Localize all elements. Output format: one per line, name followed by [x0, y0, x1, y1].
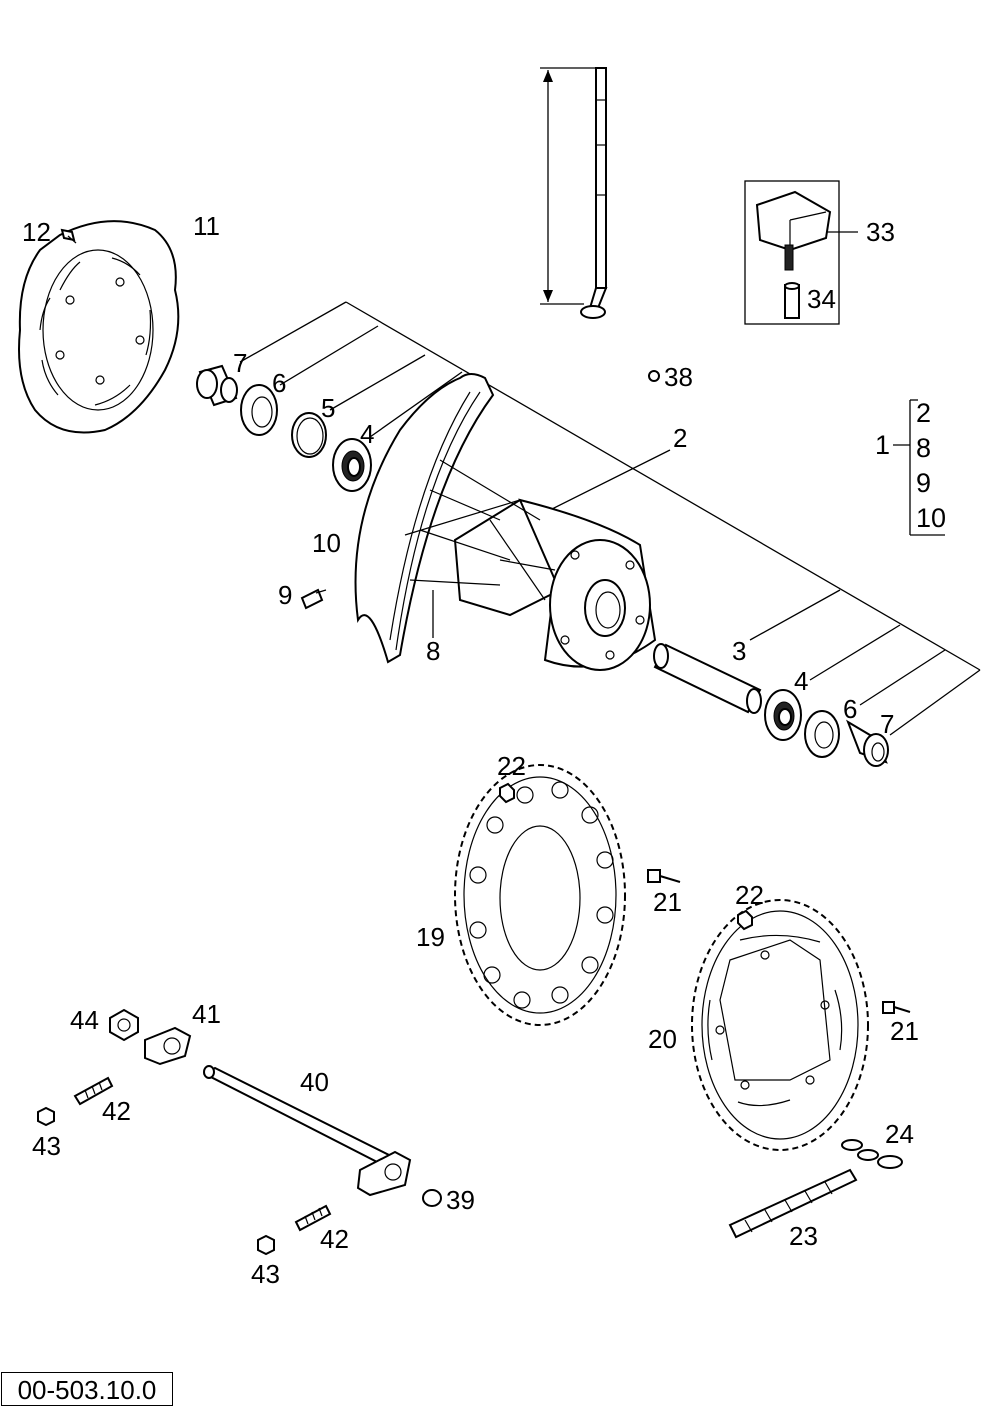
callout-22-left: 22 — [497, 751, 526, 781]
callout-6-left: 6 — [272, 368, 286, 398]
callout-33: 33 — [866, 217, 895, 247]
callout-11: 11 — [193, 211, 220, 241]
leader-lines-upper — [239, 301, 981, 736]
callout-39: 39 — [446, 1185, 475, 1215]
callout-2: 2 — [673, 423, 687, 453]
chain-master-link — [841, 1139, 903, 1169]
callout-40: 40 — [300, 1067, 329, 1097]
sprocket-nut — [499, 782, 515, 804]
axle-cap — [422, 1189, 442, 1207]
sprocket-nut-2 — [737, 909, 753, 931]
sprocket-bolt — [647, 869, 681, 883]
callout-42-right: 42 — [320, 1224, 349, 1254]
callout-4-left: 4 — [360, 419, 374, 449]
sprocket-steel — [454, 764, 626, 1026]
callout-12: 12 — [22, 217, 51, 247]
callout-42-left: 42 — [102, 1096, 131, 1126]
bearing-left — [332, 438, 372, 492]
callout-9: 9 — [278, 580, 292, 610]
rim-lock — [300, 588, 327, 610]
adjuster-screw-2 — [294, 1204, 332, 1232]
axle — [202, 1065, 412, 1197]
callout-21-left: 21 — [653, 887, 682, 917]
callout-38: 38 — [664, 362, 693, 392]
callout-19: 19 — [416, 922, 445, 952]
spoke-length-drawing — [540, 67, 608, 319]
seal-left — [240, 384, 278, 436]
sprocket-bolt-2 — [882, 1001, 911, 1014]
callout-3: 3 — [732, 636, 746, 666]
spacer-left — [196, 364, 238, 407]
kit-item-2: 2 — [916, 398, 931, 428]
adjuster-screw-1 — [73, 1076, 114, 1106]
callout-22-right: 22 — [735, 880, 764, 910]
document-number: 00-503.10.0 — [1, 1372, 173, 1406]
callout-20: 20 — [648, 1024, 677, 1054]
sprocket-aluminium — [691, 899, 869, 1151]
callout-10: 10 — [312, 528, 341, 558]
circlip — [291, 412, 327, 458]
axle-nut — [109, 1008, 139, 1042]
callout-1: 1 — [875, 430, 890, 460]
spacer-right — [846, 719, 889, 767]
callout-7-right: 7 — [880, 709, 894, 739]
adjuster-nut-2 — [257, 1234, 275, 1256]
callout-5: 5 — [321, 393, 335, 423]
bearing-right — [764, 689, 802, 741]
adjuster-nut-1 — [37, 1106, 55, 1127]
spacer-tube — [653, 643, 762, 714]
rim — [354, 373, 495, 664]
callout-7-left: 7 — [233, 348, 247, 378]
callout-21-right: 21 — [890, 1016, 919, 1046]
callout-41: 41 — [192, 999, 221, 1029]
seal-right — [804, 710, 840, 758]
hub — [453, 498, 657, 671]
chain-adjuster — [144, 1026, 192, 1066]
spoke-wrench-box — [744, 180, 858, 325]
callout-4-right: 4 — [794, 666, 808, 696]
callout-23: 23 — [789, 1221, 818, 1251]
callout-24: 24 — [885, 1119, 914, 1149]
kit-item-10: 10 — [916, 503, 946, 533]
brake-disc — [18, 220, 180, 434]
small-nipple — [648, 370, 660, 382]
callout-8: 8 — [426, 636, 440, 666]
callout-43-left: 43 — [32, 1131, 61, 1161]
kit-item-9: 9 — [916, 468, 931, 498]
callout-44: 44 — [70, 1005, 99, 1035]
callout-34: 34 — [807, 284, 836, 314]
spokes — [404, 459, 541, 586]
callout-labels: 12 11 7 6 5 4 2 10 9 8 3 4 6 7 38 33 34 … — [22, 211, 946, 1289]
kit-item-8: 8 — [916, 433, 931, 463]
callout-6-right: 6 — [843, 694, 857, 724]
kit-bracket — [893, 399, 945, 536]
callout-43-right: 43 — [251, 1259, 280, 1289]
disc-bolt — [60, 228, 77, 244]
chain — [728, 1168, 858, 1239]
